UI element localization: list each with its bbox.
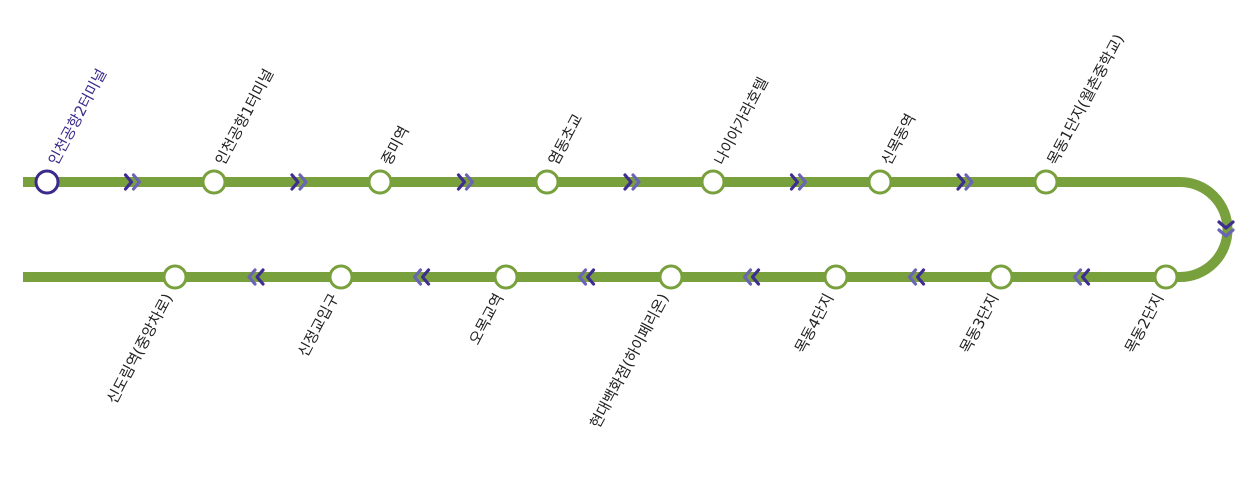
route-line (23, 177, 1233, 282)
double-chevron-left-icon (247, 268, 265, 286)
station-name-label: 나이아가라호텔 (711, 74, 772, 168)
station-marker[interactable] (823, 264, 849, 290)
double-chevron-right-icon (789, 173, 808, 191)
double-chevron-right-icon (623, 173, 641, 191)
station-name-label: 인천공항1터미널 (212, 66, 278, 168)
double-chevron-down-icon (1217, 220, 1235, 238)
station-marker[interactable] (493, 264, 519, 290)
station-name-label: 염동초교 (545, 111, 587, 168)
station-marker[interactable] (1033, 169, 1059, 195)
double-chevron-left-icon (577, 268, 596, 286)
station-name-label: 중미역 (378, 123, 413, 168)
double-chevron-right-icon (956, 173, 974, 191)
station-name-label: 신정교입구 (294, 291, 342, 360)
station-name-label: 신목동역 (878, 111, 920, 168)
double-chevron-left-icon (907, 268, 926, 286)
station-markers (34, 169, 1179, 290)
station-name-label: 목동1단지(월촌중학교) (1044, 31, 1128, 168)
station-marker[interactable] (534, 169, 560, 195)
station-name-label: 인천공항2터미널 (45, 66, 111, 168)
station-name-label: 오목교역 (466, 291, 508, 348)
double-chevron-left-icon (742, 268, 761, 286)
station-name-label: 목동3단지 (956, 291, 1002, 357)
double-chevron-right-icon (456, 173, 475, 191)
station-marker[interactable] (328, 264, 354, 290)
station-marker[interactable] (201, 169, 227, 195)
station-name-label: 현대백화점(하이페리온) (586, 291, 672, 432)
double-chevron-left-icon (412, 268, 431, 286)
station-name-label: 목동4단지 (791, 291, 837, 357)
station-marker[interactable] (658, 264, 684, 290)
double-chevron-left-icon (1072, 268, 1091, 286)
station-marker[interactable] (162, 264, 188, 290)
double-chevron-right-icon (123, 173, 142, 191)
current-station-marker[interactable] (34, 169, 60, 195)
station-name-label: 목동2단지 (1121, 291, 1167, 357)
route-line-turn (1179, 177, 1233, 282)
double-chevron-right-icon (290, 173, 308, 191)
station-name-label: 신도림역(중앙차로) (103, 291, 176, 407)
station-marker[interactable] (700, 169, 726, 195)
station-marker[interactable] (988, 264, 1014, 290)
station-marker[interactable] (867, 169, 893, 195)
station-marker[interactable] (1153, 264, 1179, 290)
station-marker[interactable] (367, 169, 393, 195)
direction-arrows (123, 173, 1235, 286)
